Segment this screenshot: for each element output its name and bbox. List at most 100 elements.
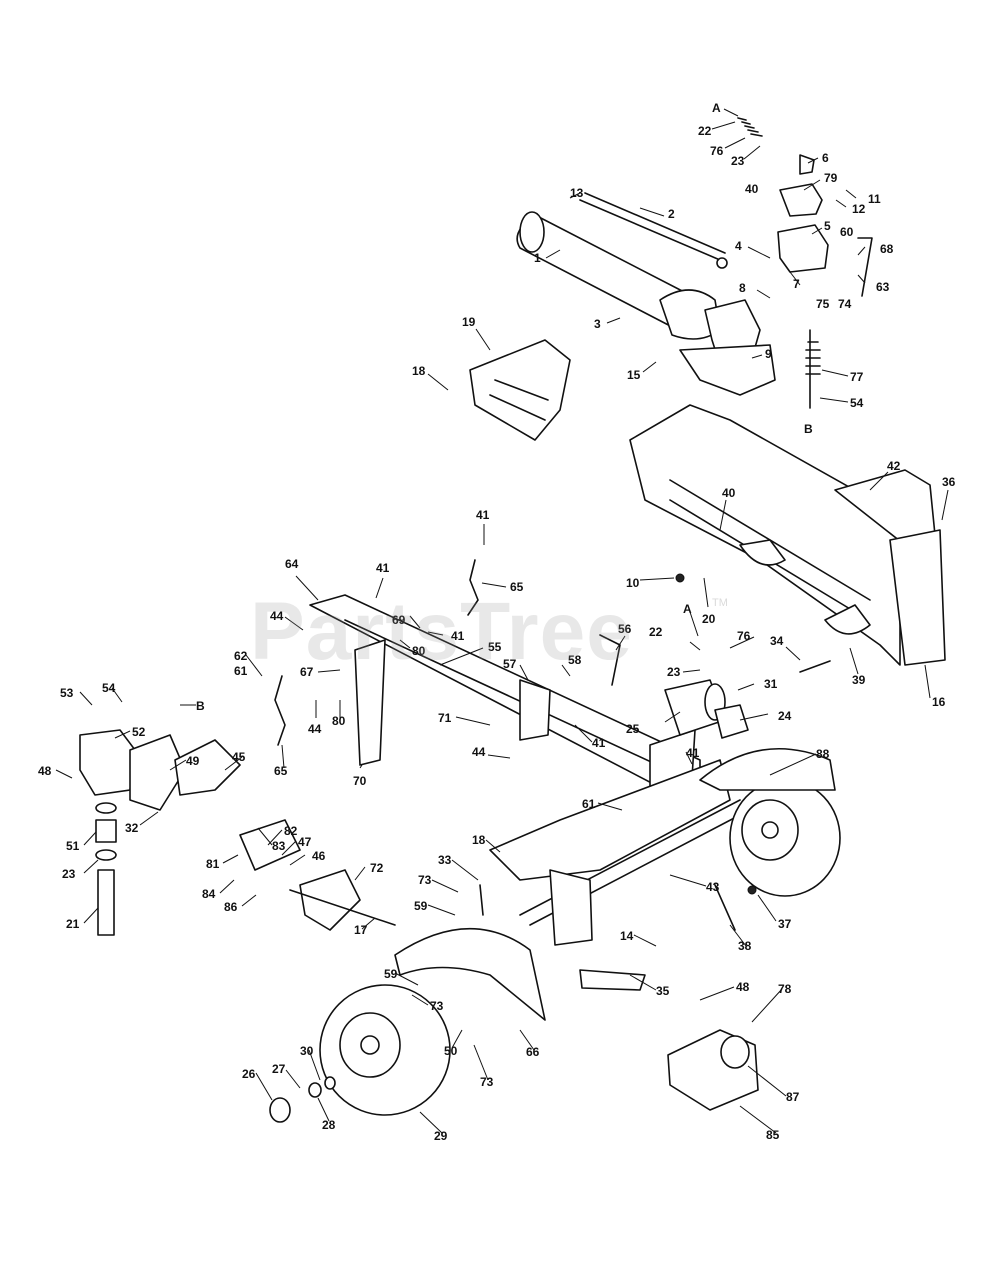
hydraulic-cylinder xyxy=(516,211,776,396)
callout-28: 28 xyxy=(322,1118,336,1132)
callout-9: 9 xyxy=(765,347,772,361)
callout-87: 87 xyxy=(786,1090,800,1104)
callout-12: 12 xyxy=(852,202,866,216)
callout-55: 55 xyxy=(488,640,502,654)
callout-72: 72 xyxy=(370,861,384,875)
callout-2: 2 xyxy=(668,207,675,221)
callout-73: 73 xyxy=(418,873,432,887)
callout-40: 40 xyxy=(745,182,759,196)
callout-19: 19 xyxy=(462,315,476,329)
callout-6: 6 xyxy=(822,151,829,165)
beam-and-wedge xyxy=(629,404,946,666)
callout-61: 61 xyxy=(582,797,596,811)
callout-77: 77 xyxy=(850,370,864,384)
callout-44: 44 xyxy=(472,745,486,759)
callout-B: B xyxy=(196,699,205,713)
callout-35: 35 xyxy=(656,984,670,998)
callout-60: 60 xyxy=(840,225,854,239)
callout-80: 80 xyxy=(332,714,346,728)
callout-74: 74 xyxy=(838,297,852,311)
callout-61: 61 xyxy=(234,664,248,678)
callout-37: 37 xyxy=(778,917,792,931)
callout-80: 80 xyxy=(412,644,426,658)
callout-48: 48 xyxy=(736,980,750,994)
callout-22: 22 xyxy=(649,625,663,639)
callout-52: 52 xyxy=(132,725,146,739)
callout-51: 51 xyxy=(66,839,80,853)
mounting-bracket xyxy=(469,339,571,441)
callout-67: 67 xyxy=(300,665,314,679)
callout-33: 33 xyxy=(438,853,452,867)
callout-42: 42 xyxy=(887,459,901,473)
callout-27: 27 xyxy=(272,1062,286,1076)
callout-31: 31 xyxy=(764,677,778,691)
callout-1: 1 xyxy=(534,251,541,265)
control-valve xyxy=(777,154,873,297)
callout-59: 59 xyxy=(384,967,398,981)
callout-20: 20 xyxy=(702,612,716,626)
callout-23: 23 xyxy=(667,665,681,679)
callout-62: 62 xyxy=(234,649,248,663)
callout-65: 65 xyxy=(510,580,524,594)
callout-39: 39 xyxy=(852,673,866,687)
filter-assembly xyxy=(664,679,749,739)
callout-11: 11 xyxy=(868,192,881,206)
callout-26: 26 xyxy=(242,1067,256,1081)
axle-frame xyxy=(489,759,741,946)
callout-8: 8 xyxy=(739,281,746,295)
callout-46: 46 xyxy=(312,849,326,863)
callout-78: 78 xyxy=(778,982,792,996)
callout-13: 13 xyxy=(570,186,584,200)
callout-22: 22 xyxy=(698,124,712,138)
misc-hardware xyxy=(274,559,831,991)
callout-58: 58 xyxy=(568,653,582,667)
callout-4: 4 xyxy=(735,239,742,253)
callout-76: 76 xyxy=(737,629,751,643)
leader-lines xyxy=(55,108,949,1134)
callout-A: A xyxy=(683,602,692,616)
callout-48: 48 xyxy=(38,764,52,778)
callout-21: 21 xyxy=(66,917,80,931)
callout-65: 65 xyxy=(274,764,288,778)
suction-fittings xyxy=(95,802,117,936)
right-wheel xyxy=(699,747,841,897)
callout-41: 41 xyxy=(451,629,465,643)
pump-assembly xyxy=(79,729,396,931)
callout-86: 86 xyxy=(224,900,238,914)
callout-44: 44 xyxy=(308,722,322,736)
left-wheel xyxy=(269,927,546,1123)
callout-84: 84 xyxy=(202,887,216,901)
callout-38: 38 xyxy=(738,939,752,953)
hoses-springs xyxy=(737,117,821,409)
callout-44: 44 xyxy=(270,609,284,623)
callout-73: 73 xyxy=(430,999,444,1013)
callout-59: 59 xyxy=(414,899,428,913)
callout-A: A xyxy=(712,101,721,115)
engine-bracket xyxy=(667,1029,759,1111)
callout-41: 41 xyxy=(476,508,490,522)
callout-56: 56 xyxy=(618,622,632,636)
callout-54: 54 xyxy=(850,396,864,410)
callout-85: 85 xyxy=(766,1128,780,1142)
callout-23: 23 xyxy=(62,867,76,881)
callout-17: 17 xyxy=(354,923,368,937)
callout-43: 43 xyxy=(706,880,720,894)
callout-45: 45 xyxy=(232,750,246,764)
callout-73: 73 xyxy=(480,1075,494,1089)
callout-64: 64 xyxy=(285,557,299,571)
callout-82: 82 xyxy=(284,824,298,838)
callout-10: 10 xyxy=(626,576,640,590)
callout-71: 71 xyxy=(438,711,452,725)
callout-B: B xyxy=(804,422,813,436)
callout-25: 25 xyxy=(626,722,640,736)
callout-66: 66 xyxy=(526,1045,540,1059)
callout-41: 41 xyxy=(686,746,700,760)
callout-75: 75 xyxy=(816,297,830,311)
callout-88: 88 xyxy=(816,747,830,761)
callout-18: 18 xyxy=(472,833,486,847)
callout-63: 63 xyxy=(876,280,890,294)
callout-16: 16 xyxy=(932,695,946,709)
callout-57: 57 xyxy=(503,657,517,671)
